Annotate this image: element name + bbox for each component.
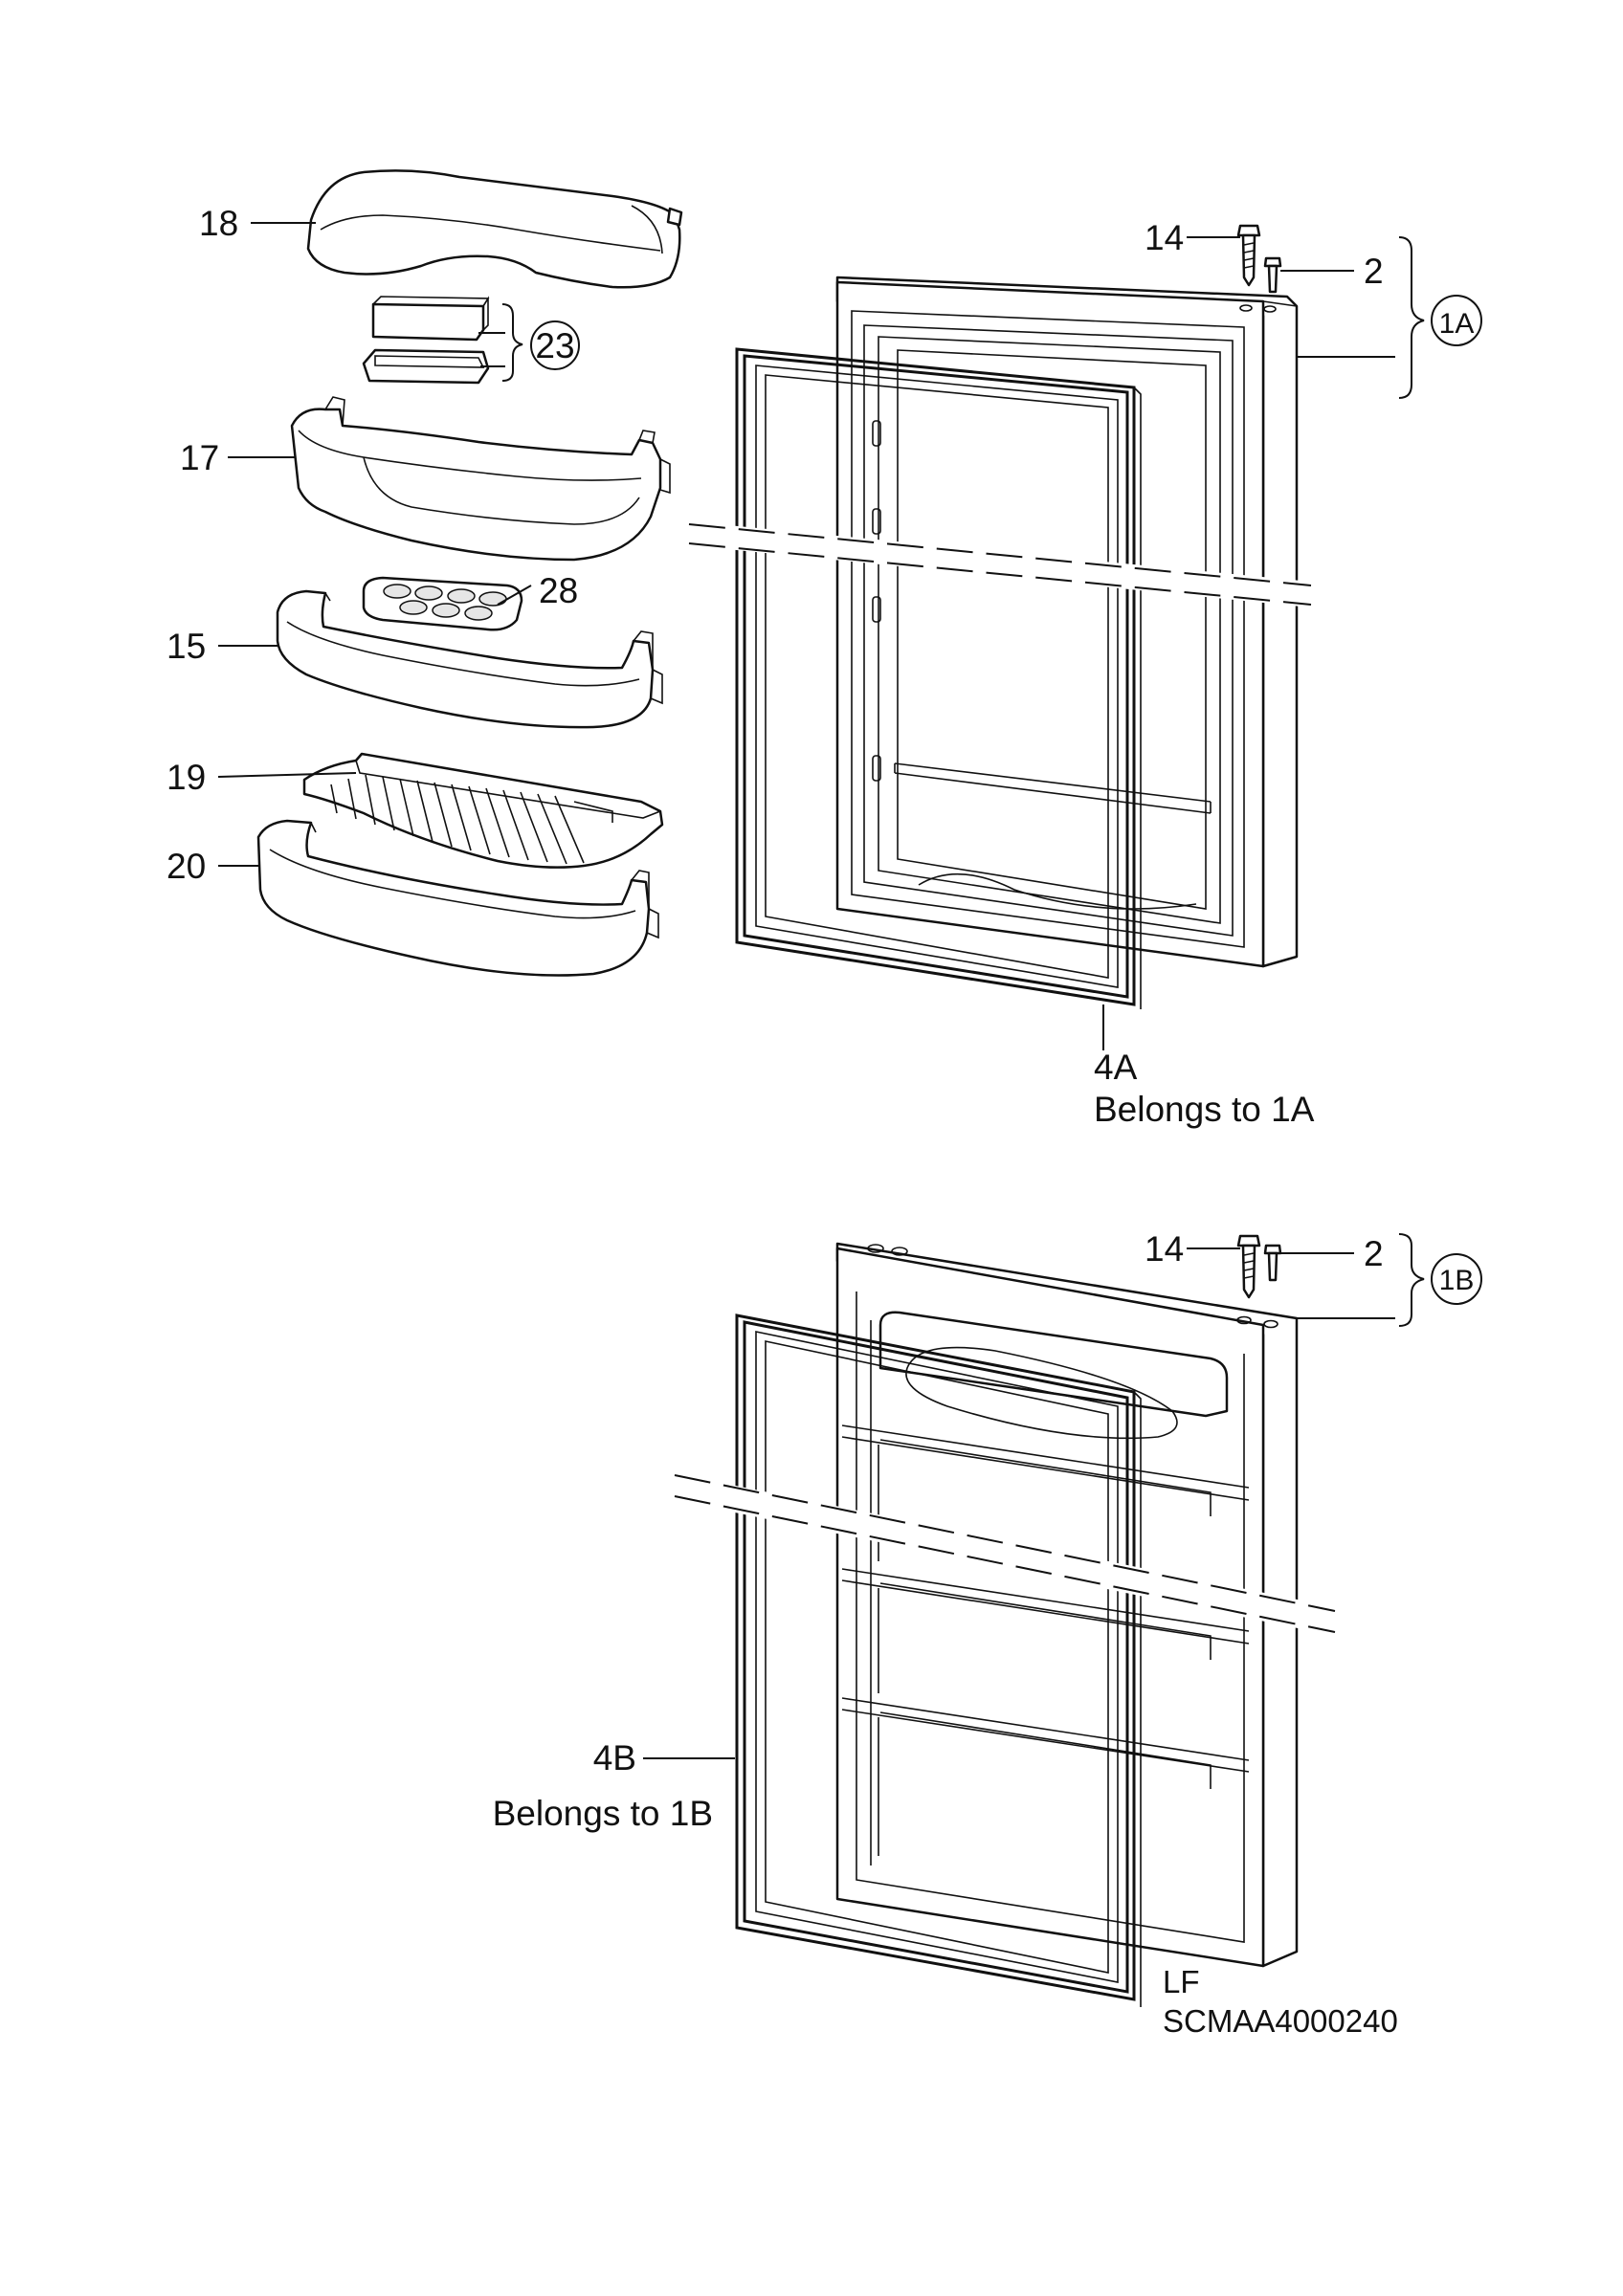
gasket-4a — [735, 347, 1142, 1009]
circle-1b — [1431, 1253, 1482, 1305]
part-28-egg-tray — [362, 576, 523, 631]
label-19: 19 — [167, 758, 206, 797]
label-14-lower: 14 — [1145, 1229, 1184, 1269]
label-28: 28 — [539, 571, 578, 610]
brackets — [501, 236, 1425, 1327]
part-15-bin — [276, 589, 663, 729]
break-line-1a — [688, 521, 1312, 607]
part-19-rack — [302, 752, 664, 869]
label-4b: 4B — [593, 1738, 636, 1777]
door-1b — [835, 1242, 1299, 1968]
label-2-upper: 2 — [1364, 252, 1384, 291]
break-line-1b — [674, 1473, 1336, 1636]
leader-lines — [217, 222, 1395, 1759]
label-1a: 1A — [1439, 308, 1475, 340]
screw-14-upper — [1236, 224, 1261, 287]
circle-23 — [530, 320, 580, 370]
label-18: 18 — [199, 204, 238, 243]
door-1a — [835, 276, 1299, 968]
part-23-tray — [362, 348, 490, 385]
label-4a-note: Belongs to 1A — [1094, 1090, 1315, 1129]
part-23-box — [371, 296, 490, 342]
label-17: 17 — [180, 438, 219, 477]
reference-number: SCMAA4000240 — [1163, 2003, 1398, 2039]
part-17-bin — [290, 396, 671, 562]
circle-1a — [1431, 295, 1482, 346]
part-18-cover — [306, 169, 683, 289]
screw-14-lower — [1236, 1234, 1261, 1299]
part-20-bin — [256, 819, 659, 977]
gasket-4b — [735, 1314, 1142, 2007]
label-15: 15 — [167, 627, 206, 666]
screw-2-lower — [1263, 1244, 1282, 1282]
label-20: 20 — [167, 847, 206, 886]
label-2-lower: 2 — [1364, 1234, 1384, 1273]
label-23: 23 — [535, 326, 574, 365]
label-4a: 4A — [1094, 1048, 1138, 1087]
screw-2-upper — [1263, 256, 1282, 294]
label-14-upper: 14 — [1145, 218, 1184, 257]
label-1b: 1B — [1439, 1265, 1475, 1296]
label-4b-note: Belongs to 1B — [493, 1794, 713, 1833]
reference-code: LF — [1163, 1964, 1200, 1999]
